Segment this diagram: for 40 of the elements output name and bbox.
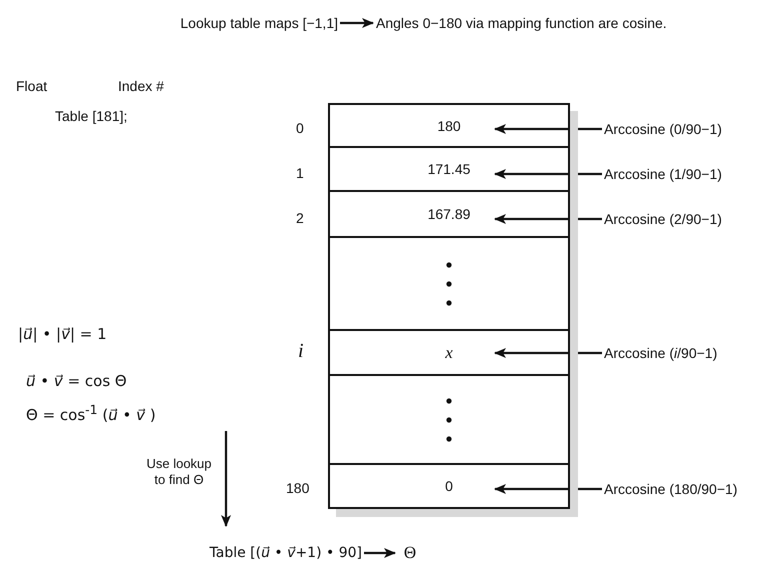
table-cell bbox=[328, 329, 570, 376]
table-cell bbox=[328, 236, 570, 331]
arrow bbox=[494, 124, 602, 134]
arccosine-label: Arccosine (180/90−1) bbox=[604, 477, 768, 501]
arrow bbox=[364, 548, 396, 558]
arccosine-label: Arccosine (1/90−1) bbox=[604, 162, 768, 186]
cell-text: 167.89 bbox=[428, 206, 470, 222]
table-cell bbox=[328, 103, 570, 148]
arrow bbox=[494, 484, 602, 494]
index-number: 0 bbox=[296, 120, 304, 136]
arccosine-label: Arccosine (2/90−1) bbox=[604, 207, 768, 231]
arccosine-label: Arccosine (0/90−1) bbox=[604, 117, 768, 141]
formula-text: Θ = cos$^{-1}$ (u⃗ • v⃗ ) bbox=[26, 402, 156, 424]
arrow bbox=[494, 214, 602, 224]
index-number: i bbox=[298, 340, 304, 363]
formula-text: u⃗ • v⃗ = cos Θ bbox=[26, 372, 127, 390]
table-cell bbox=[328, 190, 570, 238]
formula-label: Θ bbox=[398, 540, 422, 566]
cell-text: 0 bbox=[445, 478, 453, 494]
arrow bbox=[221, 431, 231, 527]
cell-text: x bbox=[445, 342, 453, 362]
formula-label: Angles 0−180 via mapping function are cosine. bbox=[376, 10, 771, 36]
formula-label: Table [(u⃗ • v⃗+1) • 90] bbox=[176, 540, 362, 566]
arrow bbox=[494, 348, 602, 358]
arccosine-label: Arccosine (i/90−1) bbox=[604, 340, 768, 366]
arrow bbox=[494, 169, 602, 179]
index-number: 1 bbox=[296, 165, 304, 181]
cell-text: 180 bbox=[437, 118, 461, 134]
formula-text: |u⃗| • |v⃗| = 1 bbox=[18, 325, 107, 343]
heading-text: Index # bbox=[118, 78, 164, 94]
cell-text: 171.45 bbox=[428, 161, 470, 177]
table-cell bbox=[328, 463, 570, 509]
formula-label: Lookup table maps [−1,1] bbox=[112, 10, 338, 36]
index-number: 180 bbox=[286, 480, 310, 496]
declaration-text: Table [181]; bbox=[55, 108, 128, 124]
table-cell bbox=[328, 374, 570, 465]
table-cell bbox=[328, 146, 570, 192]
arrow bbox=[340, 18, 374, 28]
index-number: 2 bbox=[296, 210, 304, 226]
heading-text: Float bbox=[16, 78, 48, 94]
